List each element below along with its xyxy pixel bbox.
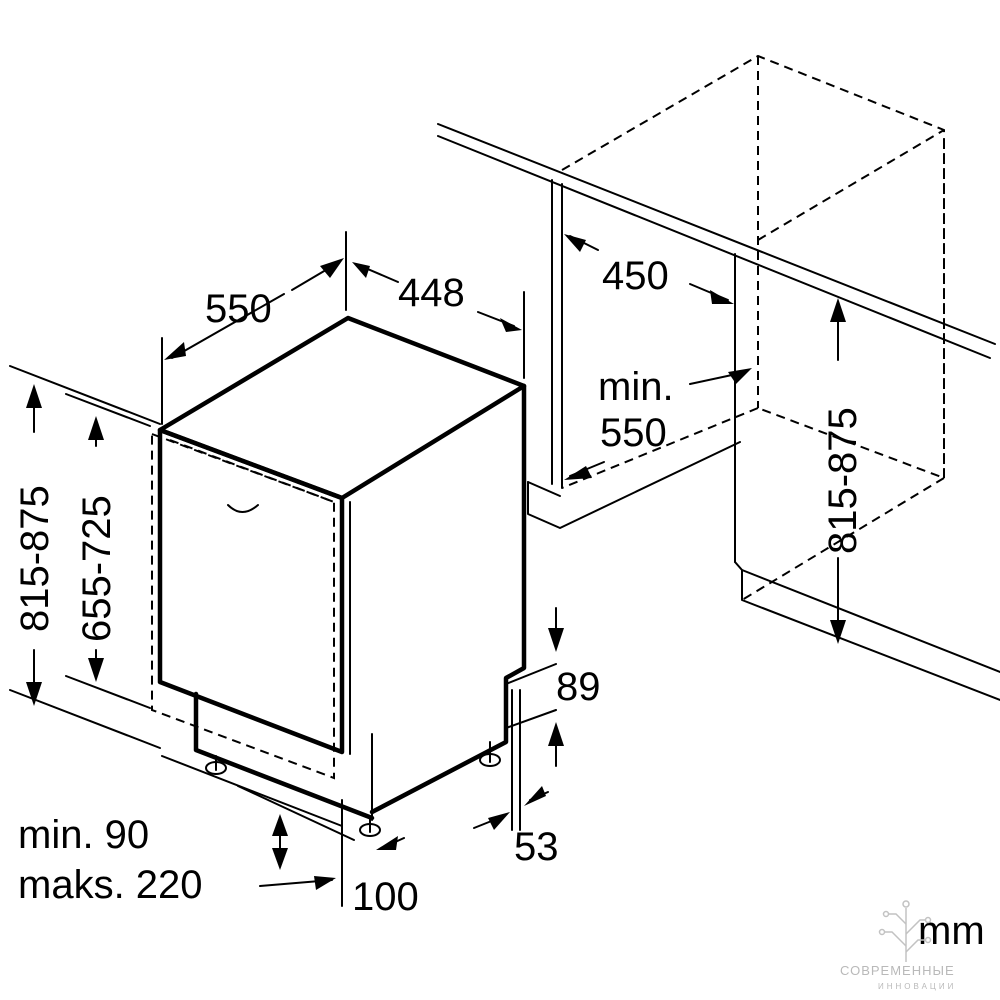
foot-min-label: min. 90 (18, 813, 149, 857)
watermark-line1: СОВРЕМЕННЫЕ (840, 963, 955, 978)
height-right-label: 815-875 (821, 407, 865, 554)
watermark-line2: ИННОВАЦИИ (878, 982, 956, 991)
dimension-labels: 550 448 450 min. 550 815-875 655-725 815… (13, 254, 985, 953)
dishwasher-body (151, 315, 527, 837)
niche-depth-line1: min. (598, 365, 674, 409)
depth-label: 550 (205, 287, 272, 331)
circuit-tree-icon (878, 900, 932, 962)
dimension-arrows (26, 234, 846, 890)
plinth-top-label: 89 (556, 665, 601, 709)
dimension-lines (9, 231, 839, 907)
watermark-logo: СОВРЕМЕННЫЕ ИННОВАЦИИ (840, 900, 956, 991)
plinth-bottom-label: 53 (514, 825, 559, 869)
cabinet-niche (437, 54, 1000, 701)
unit-label: mm (918, 909, 985, 953)
foot-max-label: maks. 220 (18, 863, 203, 907)
niche-depth-line2: 550 (600, 411, 667, 455)
niche-width-label: 450 (602, 254, 669, 298)
door-height-label: 655-725 (75, 495, 119, 642)
foot-offset-label: 100 (352, 875, 419, 919)
height-left-label: 815-875 (13, 485, 57, 632)
width-label: 448 (398, 271, 465, 315)
